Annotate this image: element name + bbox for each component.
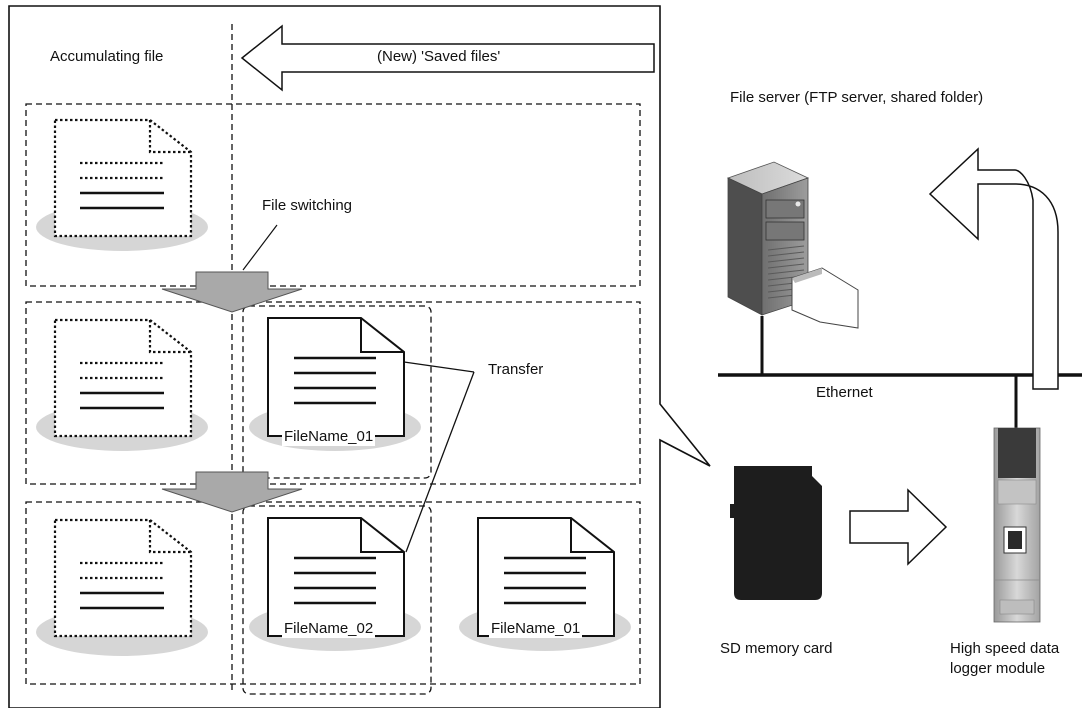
server-icon xyxy=(726,161,810,316)
ethernet-label: Ethernet xyxy=(816,384,873,401)
saved-file-row3-old xyxy=(459,517,631,651)
switch-arrow-1 xyxy=(161,271,303,313)
logger-label-line2: logger module xyxy=(950,660,1046,677)
logger-module-icon xyxy=(993,427,1041,623)
sd-card-icon xyxy=(730,466,822,600)
transfer-pointer-row2 xyxy=(403,361,475,373)
accumulating-file-row3 xyxy=(36,518,208,656)
file-name-row3-new: FileName_02 xyxy=(282,620,376,638)
saved-files-arrow xyxy=(240,24,655,92)
file-switching-label: File switching xyxy=(262,197,353,214)
row-box-3 xyxy=(25,501,641,685)
sd-card-label: SD memory card xyxy=(720,640,833,657)
file-name-row3-old: FileName_01 xyxy=(489,620,583,638)
sd-to-logger-arrow xyxy=(849,488,948,566)
switch-arrow-2 xyxy=(161,471,303,513)
transfer-label: Transfer xyxy=(488,361,544,378)
transfer-pointer-row3 xyxy=(405,371,475,553)
accumulating-file-row2 xyxy=(36,318,208,451)
folder-icon xyxy=(791,267,859,329)
accumulating-file-label: Accumulating file xyxy=(50,48,164,65)
row-box-2 xyxy=(25,301,641,485)
logger-label-line1: High speed data xyxy=(950,640,1060,657)
transfer-box-row2 xyxy=(242,305,432,479)
accumulating-file-row1 xyxy=(36,118,208,251)
upload-arrow xyxy=(928,147,1059,390)
file-server-label: File server (FTP server, shared folder) xyxy=(730,89,984,106)
file-switching-pointer xyxy=(242,224,278,271)
transfer-box-row3 xyxy=(242,505,432,695)
row-box-1 xyxy=(25,103,641,287)
saved-files-label: (New) 'Saved files' xyxy=(377,48,501,65)
file-name-row2: FileName_01 xyxy=(282,428,376,446)
